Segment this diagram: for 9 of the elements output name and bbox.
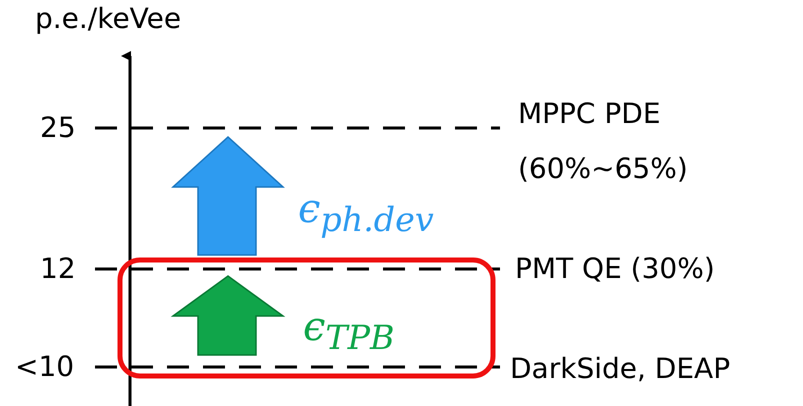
tick-label: <10 [15, 350, 74, 384]
axis-title: p.e./keVee [35, 2, 182, 36]
level-label: PMT QE (30%) [515, 252, 715, 286]
level-label: MPPC PDE (60%~65%) [518, 96, 689, 187]
efficiency-label: ϵ$_{ph.dev}$ [298, 185, 434, 241]
efficiency-label: ϵ$_{TPB}$ [303, 303, 395, 359]
tick-label: 25 [40, 111, 76, 145]
level-label: DarkSide, DEAP [510, 352, 730, 386]
tick-label: 12 [40, 252, 76, 286]
